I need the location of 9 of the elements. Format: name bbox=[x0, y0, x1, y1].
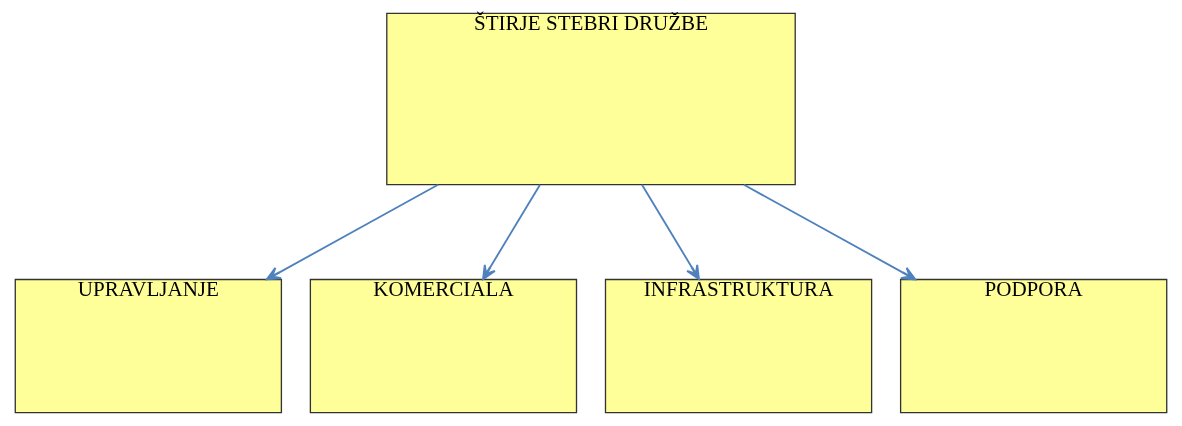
arrow bbox=[482, 183, 541, 281]
node-box: UPRAVLJANJE bbox=[14, 278, 283, 414]
node-box: KOMERCIALA bbox=[309, 278, 578, 414]
arrow bbox=[265, 183, 439, 281]
node-box: ŠTIRJE STEBRI DRUŽBE bbox=[386, 12, 796, 186]
arrow bbox=[641, 183, 700, 281]
node-box: PODPORA bbox=[899, 278, 1168, 414]
arrow bbox=[743, 183, 917, 281]
node-box: INFRASTRUKTURA bbox=[604, 278, 873, 414]
